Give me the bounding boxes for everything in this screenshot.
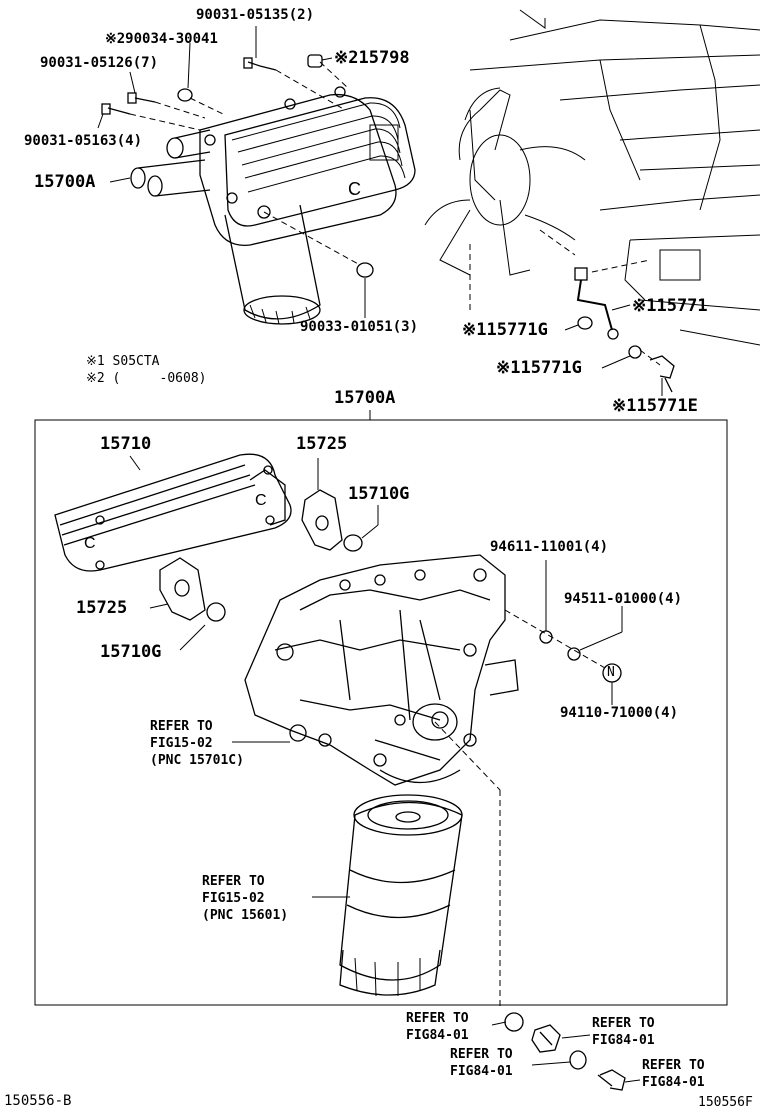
footer-right-code: 150556F [698, 1095, 753, 1110]
box-parts: C C [54, 453, 623, 1010]
top-cooler-assembly: C [97, 26, 416, 325]
part-number-cooler-15710: 15710 [100, 434, 152, 454]
refer-note-fig84-a: REFER TO FIG84-01 [406, 1011, 469, 1043]
part-number-plug-15798: ※215798 [334, 48, 410, 68]
part-number-gasket-90033: 90033-01051(3) [300, 319, 419, 335]
note-2: ※2 ( -0608) [86, 371, 207, 386]
engine-block [424, 9, 760, 396]
part-number-gasket-15725-left: 15725 [76, 598, 128, 618]
refer-note-filter: REFER TO FIG15-02 (PNC 15601) [202, 874, 289, 923]
part-number-gasket-15771g-b: ※115771G [496, 358, 582, 378]
box-title: 15700A [334, 388, 396, 408]
nut-marker-n: N [607, 665, 615, 680]
part-number-gasket-15771g-a: ※115771G [462, 320, 548, 340]
part-number-assy-15700a: 15700A [34, 172, 96, 192]
part-number-washer-94611: 94611-11001(4) [490, 539, 609, 555]
refer-note-fig84-d: REFER TO FIG84-01 [642, 1058, 705, 1090]
part-number-nut-94110: 94110-71000(4) [560, 705, 679, 721]
part-number-bolt-15771e: ※115771E [612, 396, 698, 416]
part-number-pipe-15771: ※115771 [632, 296, 708, 316]
part-number-gasket-15725-top: 15725 [296, 434, 348, 454]
part-number-oring-15710g-left: 15710G [100, 642, 162, 662]
svg-text:C: C [84, 535, 96, 552]
part-number-bolt-7: 90031-05126(7) [40, 55, 159, 71]
assembly-box [34, 419, 728, 1006]
refer-note-bracket: REFER TO FIG15-02 (PNC 15701C) [150, 719, 244, 768]
footer-left-code: 150556-B [4, 1093, 72, 1109]
part-number-washer-94511: 94511-01000(4) [564, 591, 683, 607]
svg-text:C: C [348, 179, 361, 199]
refer-note-fig84-c: REFER TO FIG84-01 [450, 1047, 513, 1079]
part-number-bolt-2: 90031-05135(2) [196, 7, 315, 23]
refer-note-fig84-b: REFER TO FIG84-01 [592, 1016, 655, 1048]
part-number-oring-15710g-top: 15710G [348, 484, 410, 504]
note-1: ※1 S05CTA [86, 354, 160, 369]
svg-text:C: C [255, 492, 267, 509]
bottom-parts [491, 1012, 641, 1091]
part-number-oring-290034: ※290034-30041 [105, 31, 218, 47]
part-number-bolt-4: 90031-05163(4) [24, 133, 143, 149]
